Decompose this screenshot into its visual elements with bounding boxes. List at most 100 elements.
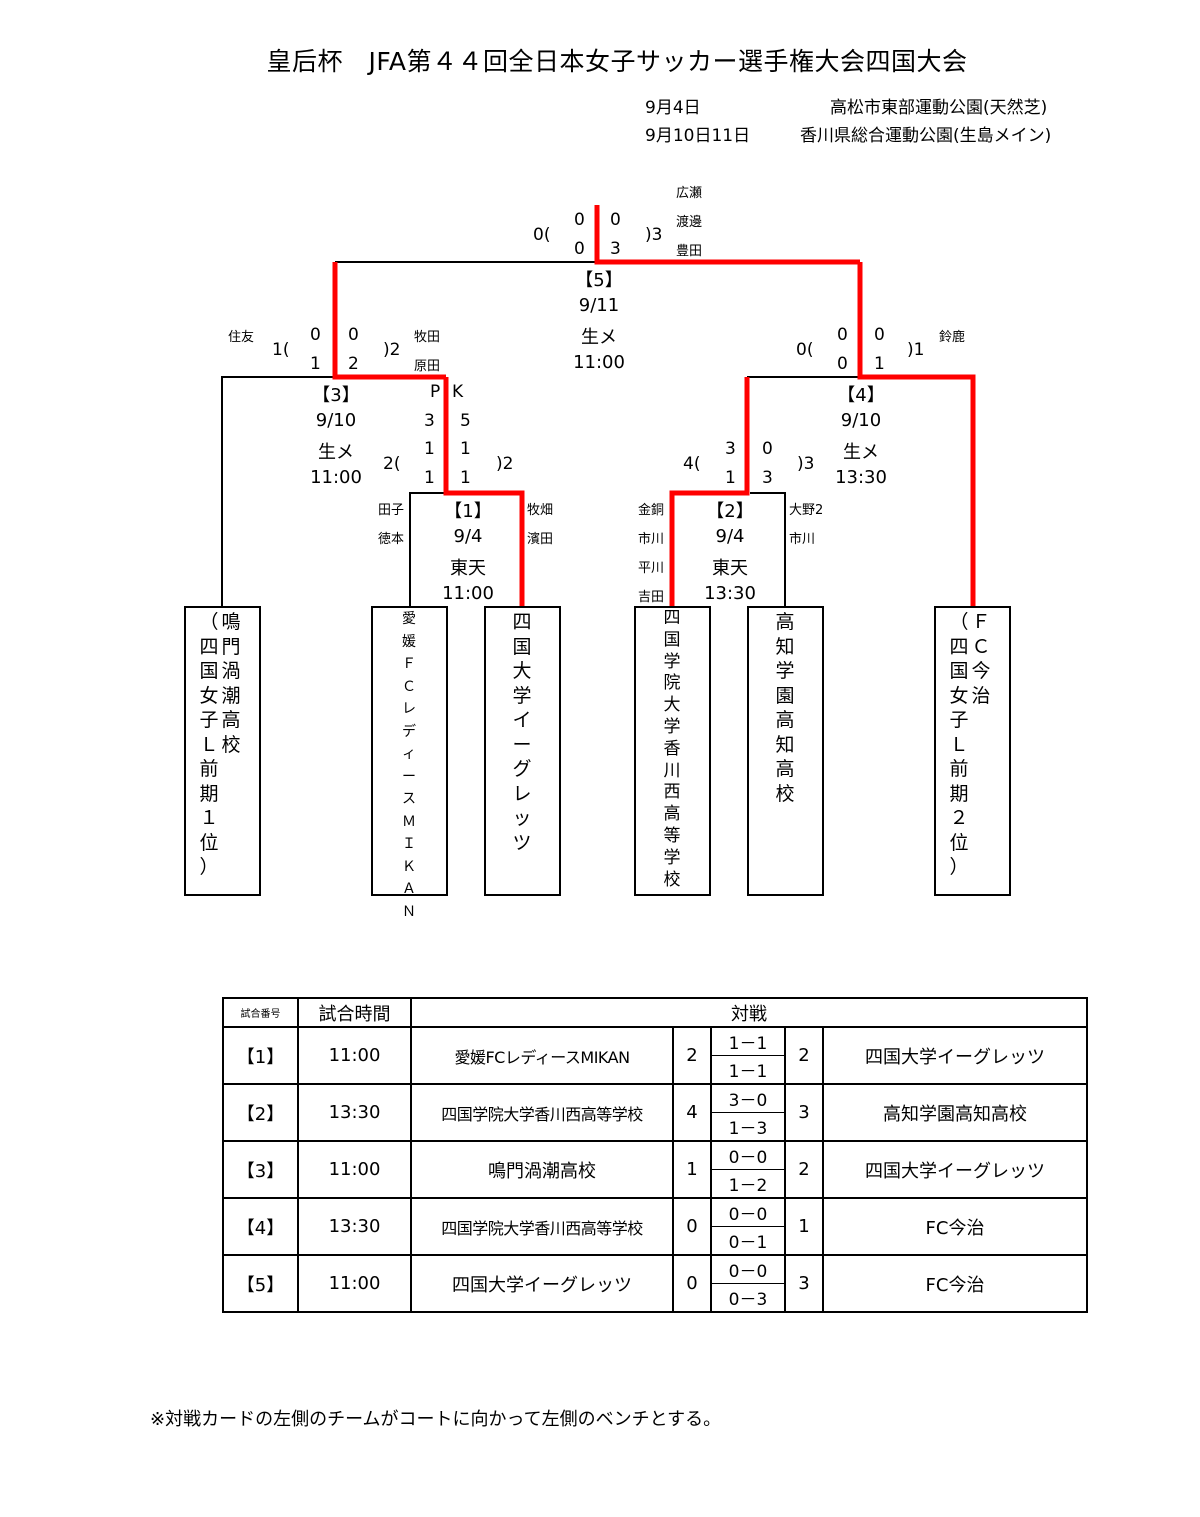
m2-time: 13:30: [704, 583, 756, 604]
cell-right-team: 四国大学イーグレッツ: [821, 1140, 1089, 1199]
team-name-char: 治: [971, 684, 991, 707]
team-name-char: 潮: [221, 684, 241, 707]
team-name-char: Ｎ: [402, 903, 416, 920]
team-name-shikoku-gakuin: 四国学院大学香川西高等学校: [661, 608, 683, 891]
cell-left-score: 1: [672, 1140, 712, 1199]
m4-left-half2: 0: [837, 354, 848, 374]
cell-time: 11:00: [297, 1140, 412, 1199]
team-name-char: Ａ: [402, 881, 416, 897]
team-name-char: 国: [663, 629, 681, 650]
m5-right-half1: 0: [610, 210, 621, 230]
team-name-char: 高: [221, 709, 241, 731]
team-name-char: 鳴: [221, 611, 241, 633]
team-name-char: ッ: [512, 807, 532, 829]
m4-right-half1: 0: [874, 325, 885, 345]
team-name-char: 女: [199, 684, 219, 707]
m4-match-no: 【4】: [837, 385, 885, 406]
cell-left-score: 0: [672, 1254, 712, 1313]
m1-time: 11:00: [442, 583, 494, 604]
m3-right-half1: 0: [348, 325, 359, 345]
m1-left-half2: 1: [424, 468, 435, 488]
team-name-char: 位: [949, 831, 969, 854]
m1-right-scorer: 濱田: [527, 532, 554, 547]
team-name-char: ツ: [512, 831, 532, 854]
tournament-bracket: [221, 205, 976, 607]
team-name-naruto: 鳴門渦潮高校: [220, 610, 242, 757]
m2-right-total: )3: [797, 454, 815, 474]
cell-right-team: FC今治: [821, 1254, 1089, 1313]
m4-right-scorer: 鈴鹿: [939, 330, 966, 345]
m1-pk-right: 5: [460, 411, 471, 431]
team-name-char: Ｌ: [199, 733, 219, 756]
cell-time: 13:30: [297, 1197, 412, 1256]
m5-venue: 生メ: [581, 327, 617, 348]
team-name-char: 高: [775, 611, 795, 633]
cell-first-half: 0－0: [710, 1197, 786, 1227]
team-name-char: 前: [949, 758, 969, 780]
m2-right-scorer: 大野2: [789, 503, 824, 518]
team-name-char: 国: [199, 660, 219, 682]
winner-line-m2: [669, 377, 750, 607]
team-name-char: 期: [949, 782, 969, 805]
m5-right-total: )3: [645, 225, 663, 245]
m5-time: 11:00: [573, 352, 625, 373]
team-name-char: 等: [663, 825, 681, 846]
m5-right-half2: 3: [610, 239, 621, 259]
cell-left-score: 0: [672, 1197, 712, 1256]
team-name-char: 西: [663, 782, 681, 803]
winner-line-m4: [857, 262, 976, 607]
m5-date: 9/11: [578, 295, 620, 316]
cell-match-no: 【4】: [222, 1197, 299, 1256]
cell-second-half: 1－2: [710, 1169, 786, 1199]
m3-left-half2: 1: [310, 354, 321, 374]
cell-right-score: 3: [784, 1083, 824, 1142]
m2-match-no: 【2】: [706, 501, 754, 522]
team-name-char: ィ: [402, 746, 416, 762]
team-name-char: ス: [402, 791, 416, 807]
m3-right-scorer: 原田: [414, 359, 441, 374]
cell-left-score: 4: [672, 1083, 712, 1142]
m3-time: 11:00: [310, 467, 362, 488]
m3-right-scorer: 牧田: [414, 330, 441, 345]
team-name-char: 四: [663, 608, 681, 628]
bracket-line-m2-right: [750, 492, 786, 607]
team-name-char: イ: [512, 709, 532, 731]
m3-left-scorer: 住友: [228, 330, 255, 345]
m4-right-total: )1: [907, 340, 925, 360]
m2-right-scorer: 市川: [789, 532, 816, 547]
team-name-char: 期: [199, 782, 219, 805]
m1-match-no: 【1】: [444, 501, 492, 522]
winner-line-m5: [594, 205, 860, 265]
team-name-char: 学: [512, 684, 532, 707]
team-name-char: 院: [663, 673, 681, 694]
m1-pk-label-left: P: [430, 382, 441, 402]
team-name-char: グ: [512, 758, 532, 780]
team-box-shikoku-univ: 四国大学イーグレッツ: [484, 606, 561, 896]
cell-time: 11:00: [297, 1026, 412, 1085]
cell-first-half: 0－0: [710, 1254, 786, 1284]
m2-left-scorer: 市川: [638, 532, 665, 547]
m4-time: 13:30: [835, 467, 887, 488]
team-name-char: 高: [775, 709, 795, 731]
cell-time: 13:30: [297, 1083, 412, 1142]
cell-match-no: 【3】: [222, 1140, 299, 1199]
cell-second-half: 1－1: [710, 1055, 786, 1085]
team-name-char: 大: [512, 660, 532, 682]
schedule-date-1: 9月4日: [645, 98, 701, 118]
cell-right-score: 1: [784, 1197, 824, 1256]
team-name-char: 国: [949, 660, 969, 682]
m2-venue: 東天: [712, 558, 748, 579]
winner-line-m1: [443, 377, 525, 607]
m1-pk-left: 3: [424, 411, 435, 431]
team-name-char: 四: [949, 635, 969, 658]
team-name-char: Ｆ: [402, 656, 416, 672]
m2-right-half1: 0: [762, 439, 773, 459]
team-name-char: 校: [775, 782, 795, 805]
